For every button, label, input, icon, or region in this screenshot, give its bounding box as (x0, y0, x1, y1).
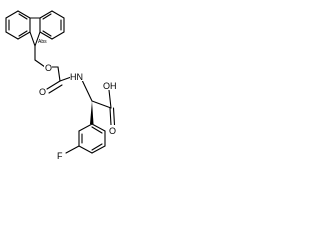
bond-double (112, 107, 116, 126)
fluorophenyl-ring (65, 123, 106, 154)
fmoc-linker (34, 45, 75, 94)
nitrogen-label: HN (70, 72, 83, 82)
bond (81, 79, 93, 102)
bond-double (46, 80, 61, 90)
bond-inner (91, 126, 103, 134)
bond (34, 59, 46, 68)
bond (39, 10, 53, 19)
fluorene-left-ring (5, 10, 31, 40)
bond-inner (42, 13, 52, 20)
fluorene-five-ring (29, 17, 41, 47)
bond (34, 31, 41, 47)
oxygen-acid-label: O (109, 126, 116, 136)
bond (51, 31, 65, 40)
bond (78, 123, 93, 132)
chemical-structure-diagram: Abs O O HN OH O F (5, 10, 117, 161)
bond (78, 145, 93, 154)
bond (65, 145, 80, 154)
bond-double (48, 84, 63, 94)
bond (29, 31, 36, 47)
bond (5, 10, 19, 19)
bond (5, 31, 19, 40)
bond-inner (18, 13, 28, 20)
bond (108, 89, 112, 109)
stereo-abs-label: Abs (38, 39, 47, 45)
oxygen-ether-label: O (45, 63, 52, 73)
bond (91, 100, 112, 109)
fluorine-label: F (57, 151, 63, 161)
bond-inner (42, 30, 52, 37)
bond-double (109, 107, 112, 126)
bond-inner (91, 143, 103, 151)
bond (17, 31, 31, 40)
bond (17, 10, 31, 19)
bond (91, 145, 106, 154)
bond (57, 66, 61, 82)
wedge-bond (90, 101, 94, 124)
hydroxyl-label: OH (103, 81, 117, 91)
bond (39, 31, 53, 40)
bond (51, 10, 65, 19)
oxygen-carbonyl-label: O (39, 87, 46, 97)
bond (91, 123, 106, 132)
fluorene-right-ring (39, 10, 65, 40)
alpha-carbon-group (81, 79, 116, 126)
bond-inner (18, 30, 28, 37)
